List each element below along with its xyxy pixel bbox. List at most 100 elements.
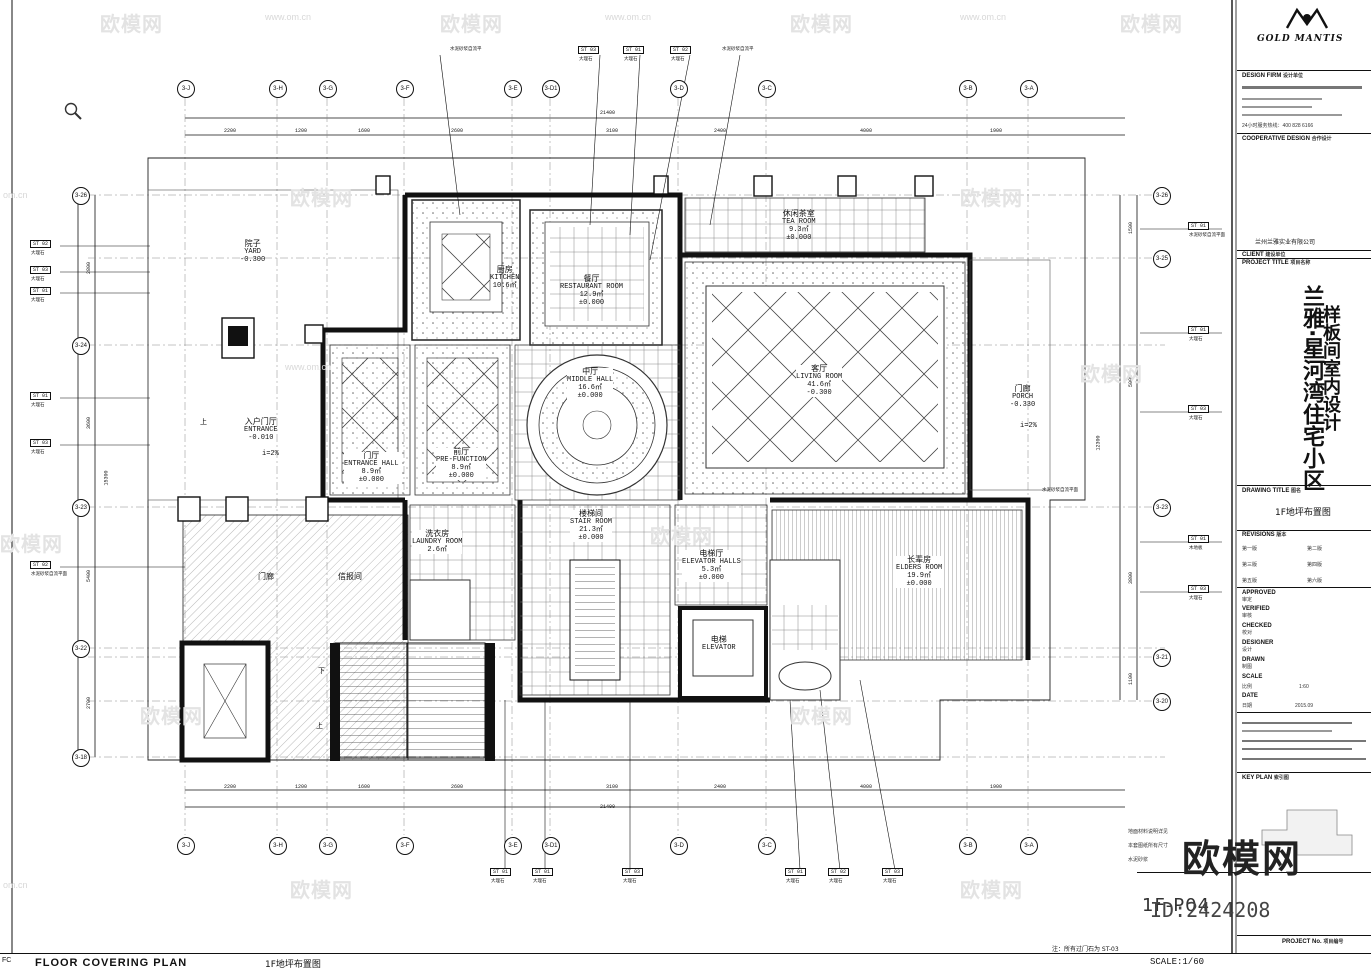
stair-down-marker: 下 <box>318 668 325 676</box>
material-tag: ST 03 <box>1188 405 1210 413</box>
dim-left: 2800 <box>86 261 93 275</box>
tb-designer-zh: 设计 <box>1242 647 1253 653</box>
dim-bottom: 3100 <box>606 784 619 790</box>
material-tag-note: 大理石 <box>624 57 638 62</box>
search-icon[interactable] <box>63 101 83 121</box>
tb-date-value: 2015.09 <box>1295 703 1314 709</box>
material-tag: ST 03 <box>30 266 52 274</box>
watermark-site: www.om.cn <box>285 362 332 372</box>
dim-right: 1500 <box>1128 221 1135 235</box>
grid-bubble-right: 3-20 <box>1153 693 1171 711</box>
material-tag: ST 01 <box>490 868 512 876</box>
tb-rev-3: 第三版 <box>1242 562 1258 568</box>
tb-scale-value: 1:60 <box>1299 684 1309 690</box>
footer-scale: SCALE:1/60 <box>1150 957 1205 967</box>
stair-up-marker-2: 上 <box>316 723 323 731</box>
footer-corner-code: FC <box>2 957 12 964</box>
tb-verified: VERIFIED <box>1242 606 1270 612</box>
watermark: 欧模网 <box>960 878 1023 902</box>
dim-top: 2200 <box>224 128 237 134</box>
tb-key-plan-label: KEY PLAN 索引图 <box>1242 775 1289 781</box>
tb-drawing-title-label: DRAWING TITLE 图名 <box>1242 488 1302 494</box>
material-tag: ST 01 <box>1188 326 1210 334</box>
material-tag: ST 01 <box>1188 222 1210 230</box>
grid-bubble-top: 3-D1 <box>542 80 560 98</box>
watermark-site: www.om.cn <box>605 12 652 22</box>
material-tag: ST 03 <box>30 439 52 447</box>
dim-right: 1100 <box>1128 672 1135 686</box>
material-tag-note: 木地板 <box>1189 546 1203 551</box>
tb-drawing-title: 1F地坪布置图 <box>1275 508 1331 518</box>
dim-bottom: 2400 <box>714 784 727 790</box>
material-tag: ST 03 <box>882 868 904 876</box>
watermark: 欧模网 <box>1120 12 1183 36</box>
watermark: 欧模网 <box>140 704 203 728</box>
footer-title-zh: 1F地坪布置图 <box>265 960 321 970</box>
dim-right: 3800 <box>1128 571 1135 585</box>
dim-bottom: 2200 <box>224 784 237 790</box>
material-tag: ST 02 <box>670 46 692 54</box>
material-tag-note: 大理石 <box>491 879 505 884</box>
watermark: 欧模网 <box>790 12 853 36</box>
dim-top: 1200 <box>295 128 308 134</box>
dim-bottom: 1600 <box>358 784 371 790</box>
dim-total-top: 21400 <box>600 110 616 116</box>
company-logo-icon <box>1285 7 1329 29</box>
key-plan-thumbnail <box>1261 809 1353 856</box>
tb-project-no-label: PROJECT No. 项目编号 <box>1282 939 1344 945</box>
material-tag-note: 大理石 <box>623 879 637 884</box>
material-tag-note: 大理石 <box>31 251 45 256</box>
material-tag-note: 大理石 <box>829 879 843 884</box>
tb-design-firm-label: DESIGN FIRM 设计单位 <box>1242 73 1304 79</box>
grid-bubble-right: 3-23 <box>1153 499 1171 517</box>
material-tag-note: 大理石 <box>31 450 45 455</box>
footer-title-en: FLOOR COVERING PLAN <box>35 957 188 969</box>
company-logo-text: GOLD MANTIS <box>1257 34 1344 44</box>
grid-bubble-bottom: 3-E <box>504 837 522 855</box>
watermark: 欧模网 <box>1080 362 1143 386</box>
tb-drawing-no: 1F-P04 <box>1142 895 1211 916</box>
tb-scale: SCALE <box>1242 674 1263 680</box>
material-tag: ST 01 <box>30 287 52 295</box>
material-note-3: 水泥砂浆 <box>1128 857 1149 863</box>
material-tag-note: 大理石 <box>533 879 547 884</box>
dim-bottom: 1900 <box>990 784 1003 790</box>
material-tag-note: 大理石 <box>1189 596 1203 601</box>
stair-up-marker: 上 <box>200 419 207 427</box>
dim-top: 1600 <box>358 128 371 134</box>
dim-bottom: 2600 <box>451 784 464 790</box>
tb-scale-zh: 比例 <box>1242 684 1253 690</box>
material-note-2: 本套图纸所有尺寸 <box>1128 843 1169 849</box>
tb-project-name-line2: 样板间室内设计 <box>1320 305 1341 431</box>
material-tag: ST 01 <box>1188 535 1210 543</box>
dim-total-bottom: 21400 <box>600 804 616 810</box>
dim-bottom: 4000 <box>860 784 873 790</box>
grid-bubble-left: 3-23 <box>72 499 90 517</box>
grid-bubble-top: 3-G <box>319 80 337 98</box>
tb-design-firm-phone: 24小时服务热线：400 828 6166 <box>1242 123 1314 129</box>
tb-designer: DESIGNER <box>1242 640 1274 646</box>
sheet-footer: FC FLOOR COVERING PLAN 1F地坪布置图 注：所有过门石为 … <box>0 946 1371 972</box>
watermark: 欧模网 <box>650 524 713 548</box>
grid-bubble-top: 3-A <box>1020 80 1038 98</box>
grid-bubble-left: 3-18 <box>72 749 90 767</box>
watermark-site: www.om.cn <box>265 12 312 22</box>
grid-bubble-bottom: 3-A <box>1020 837 1038 855</box>
watermark: 欧模网 <box>790 704 853 728</box>
tb-date: DATE <box>1242 693 1258 699</box>
material-tag-note: 水泥砂浆自流平面 <box>31 572 67 577</box>
grid-bubble-bottom: 3-F <box>396 837 414 855</box>
material-tag-note: 大理石 <box>1189 416 1203 421</box>
dim-top: 4000 <box>860 128 873 134</box>
dim-bottom: 1200 <box>295 784 308 790</box>
dim-left: 5400 <box>86 569 93 583</box>
grid-bubble-top: 3-E <box>504 80 522 98</box>
grid-bubble-bottom: 3-D <box>670 837 688 855</box>
watermark-logo: 欧模网 <box>1182 837 1303 881</box>
